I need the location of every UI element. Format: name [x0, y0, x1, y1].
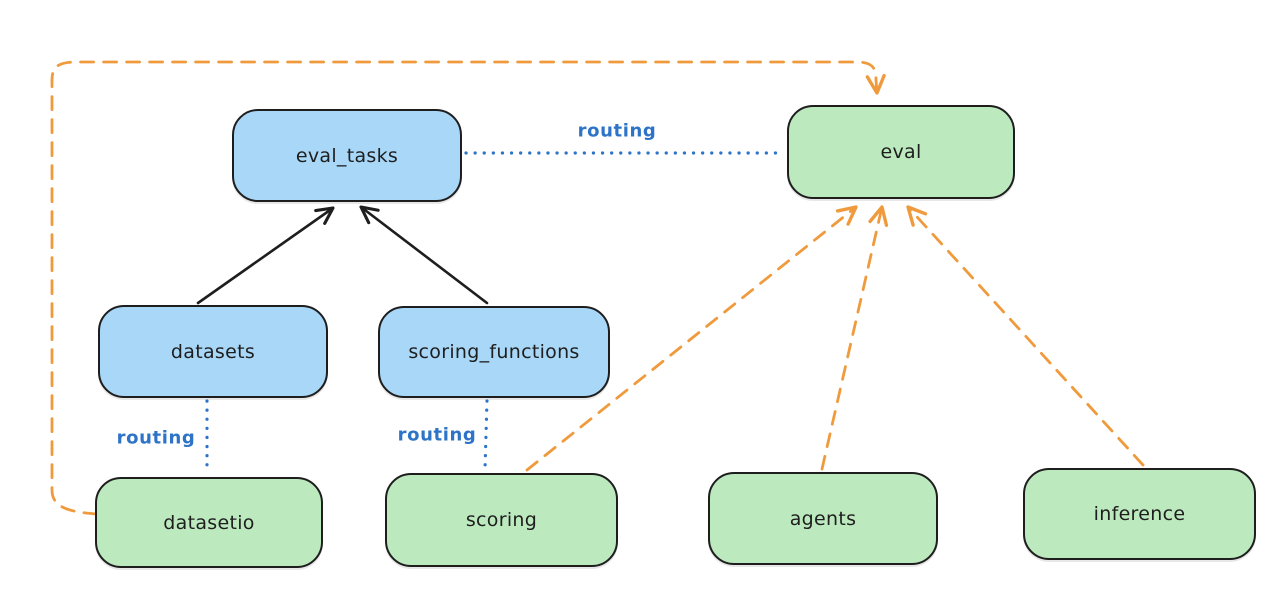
edge-scoring-to-eval [525, 205, 858, 472]
edge-datasetio-to-eval [50, 60, 886, 516]
node-eval-tasks: eval_tasks [232, 109, 462, 202]
node-datasets-label: datasets [170, 340, 256, 363]
edge-scoring-functions-to-scoring-routing [483, 399, 489, 471]
node-eval-tasks-label: eval_tasks [295, 144, 399, 167]
node-datasetio: datasetio [95, 477, 323, 568]
node-datasetio-label: datasetio [163, 511, 255, 534]
edge-scoring-functions-to-eval-tasks [359, 205, 489, 305]
node-scoring-functions-label: scoring_functions [408, 341, 580, 363]
node-scoring-label: scoring [465, 509, 538, 531]
edge-inference-to-eval [906, 205, 1145, 467]
node-agents-label: agents [789, 507, 857, 530]
node-datasets: datasets [98, 305, 328, 398]
node-agents: agents [708, 472, 938, 565]
node-scoring-functions: scoring_functions [378, 306, 610, 398]
node-eval-label: eval [880, 141, 922, 163]
edge-label-routing-datasets-datasetio: routing [116, 427, 196, 449]
edge-agents-to-eval [820, 205, 889, 471]
edge-label-routing-eval-tasks-eval: routing [577, 120, 657, 142]
node-eval: eval [787, 105, 1015, 199]
edge-datasets-to-eval-tasks [196, 206, 335, 305]
node-inference: inference [1023, 468, 1256, 560]
node-inference-label: inference [1093, 503, 1186, 525]
node-scoring: scoring [385, 473, 618, 567]
edge-label-routing-scoring-functions-scoring: routing [397, 424, 477, 446]
